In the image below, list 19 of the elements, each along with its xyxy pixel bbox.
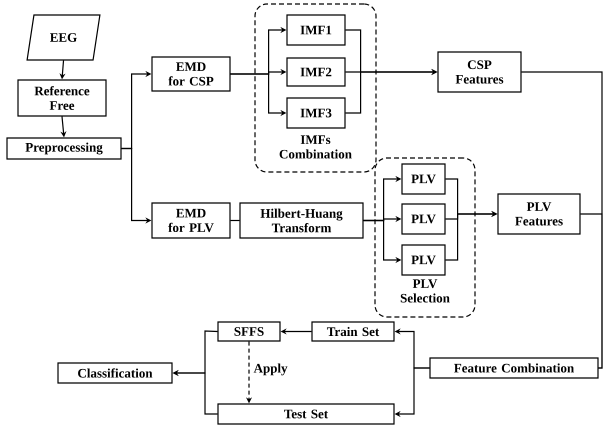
process-box: PLV xyxy=(401,163,446,195)
process-box: Classification xyxy=(57,362,173,384)
process-box: SFFS xyxy=(217,321,281,342)
process-box: PLV xyxy=(401,203,446,235)
edge-label: Apply xyxy=(252,362,289,376)
process-box: IMF2 xyxy=(286,57,346,87)
process-box: IMF3 xyxy=(286,97,346,129)
process-box: EMD for PLV xyxy=(151,202,231,239)
process-box: EMD for CSP xyxy=(151,56,231,92)
process-box: Reference Free xyxy=(17,79,107,117)
process-box: PLV xyxy=(401,244,446,276)
process-box: Preprocessing xyxy=(6,137,122,160)
process-box: Test Set xyxy=(217,403,395,425)
process-box: PLV Features xyxy=(497,193,581,235)
process-box: CSP Features xyxy=(437,51,522,93)
process-box: Feature Combination xyxy=(429,357,599,379)
process-box: Hilbert-Huang Transform xyxy=(239,202,364,239)
process-box: IMF1 xyxy=(286,14,346,46)
process-box: Train Set xyxy=(311,321,395,342)
